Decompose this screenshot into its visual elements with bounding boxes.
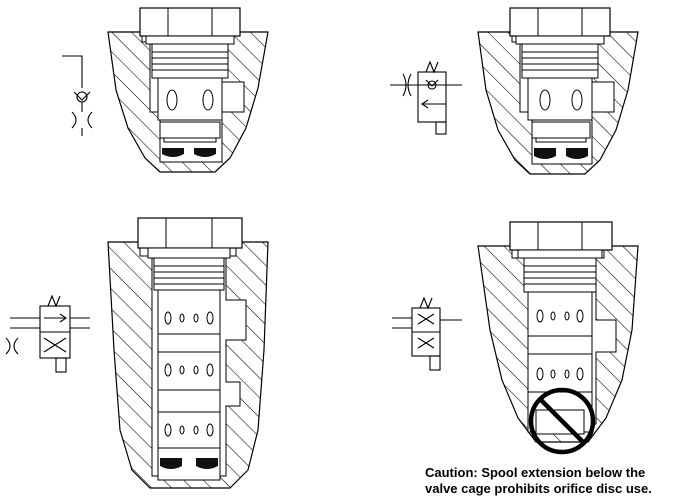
solenoid-valve-symbol-top-right xyxy=(390,60,462,135)
orifice-symbol-icon xyxy=(71,111,93,136)
prohibited-icon xyxy=(528,387,596,455)
valve-bottom-right xyxy=(477,221,639,443)
valve-top-left xyxy=(107,7,269,173)
caution-line-1: Caution: Spool extension below the xyxy=(425,465,646,480)
seal-ring xyxy=(194,148,216,157)
hex-nut xyxy=(139,7,241,37)
spring-symbol-icon xyxy=(425,60,439,74)
caution-caption: Caution: Spool extension below the valve… xyxy=(425,465,675,497)
check-valve-symbol-icon xyxy=(62,55,91,112)
valve-top-right xyxy=(477,7,639,175)
seal-ring xyxy=(162,148,184,157)
valve-bottom-left xyxy=(107,217,269,489)
solenoid-valve-symbol-bottom-right xyxy=(392,296,462,371)
solenoid-valve-symbol-bottom-left xyxy=(5,294,90,373)
caution-line-2: valve cage prohibits orifice disc use. xyxy=(425,481,652,496)
